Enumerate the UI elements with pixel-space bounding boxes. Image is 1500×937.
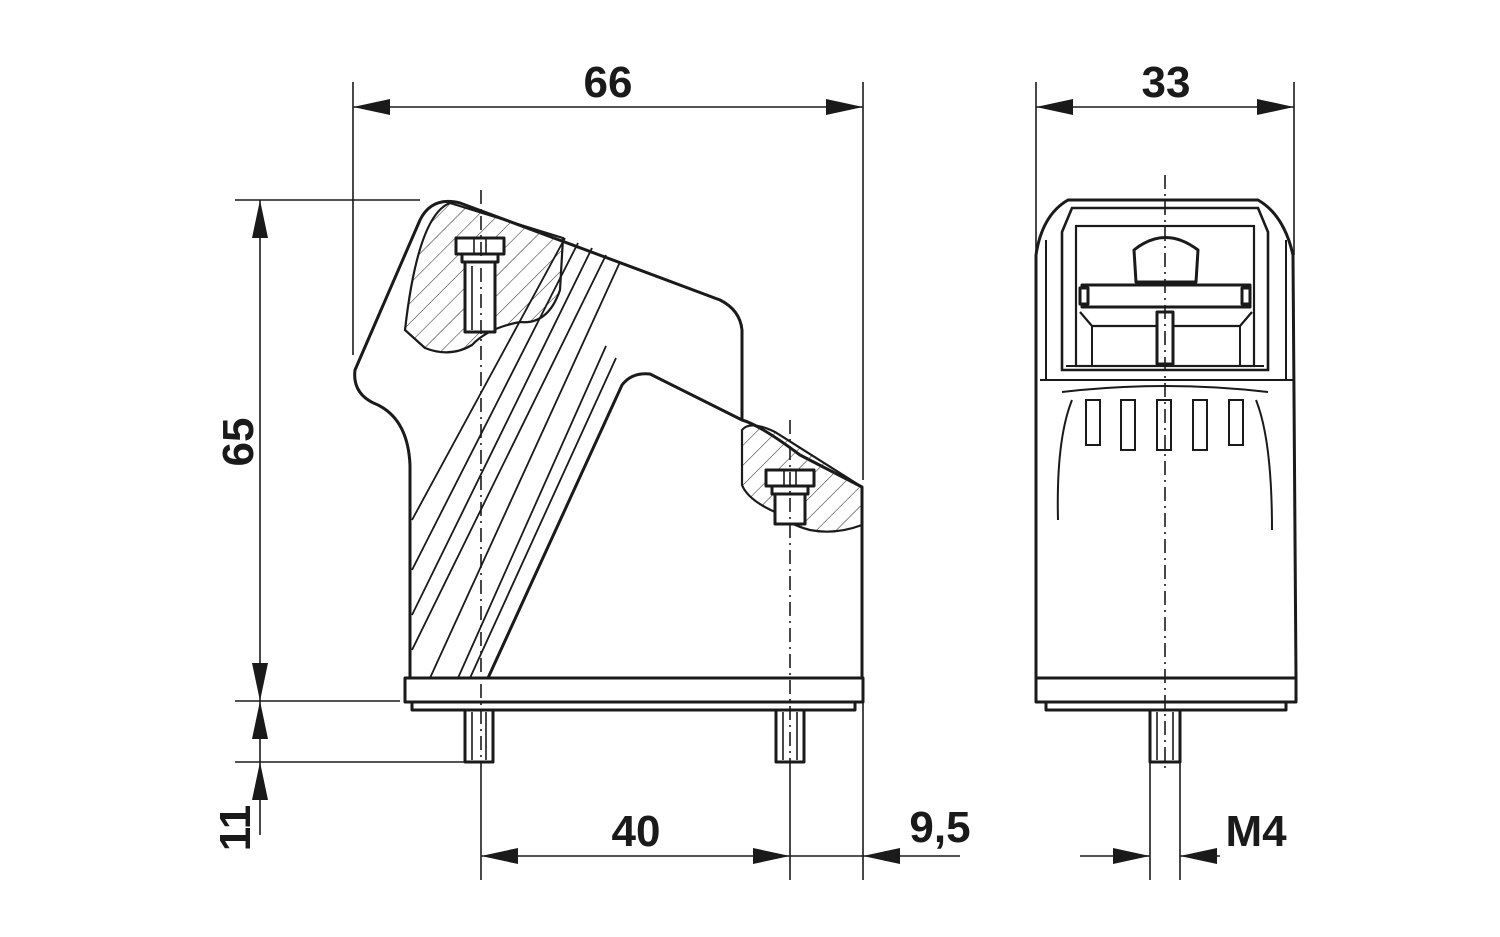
front-clamp-bar <box>1080 283 1252 309</box>
dimension-40: 40 <box>480 700 864 880</box>
dimension-66-label: 66 <box>584 58 633 107</box>
front-window-outer <box>1060 206 1270 372</box>
dimension-40-label: 40 <box>612 807 661 856</box>
side-inner-cavity <box>486 372 743 679</box>
dimension-33: 33 <box>1035 58 1295 255</box>
front-knob <box>1132 236 1200 284</box>
side-pins <box>463 708 806 764</box>
side-left-screw <box>454 236 506 334</box>
dimension-m4: M4 <box>1080 762 1287 880</box>
dimension-m4-label: M4 <box>1225 807 1287 856</box>
front-base-plate <box>1034 676 1298 704</box>
front-housing-outline <box>1034 198 1298 680</box>
dimension-65-label: 65 <box>214 418 263 467</box>
side-base-foot <box>410 700 857 712</box>
side-base-plate <box>403 676 865 704</box>
dimension-9-5-label: 9,5 <box>909 803 970 852</box>
dimension-33-label: 33 <box>1142 58 1191 107</box>
side-view <box>353 190 865 770</box>
dimension-9-5: 9,5 <box>790 803 971 864</box>
dimension-65: 65 <box>214 199 420 702</box>
dimension-11-label: 11 <box>211 805 260 852</box>
front-view <box>1034 175 1298 770</box>
dimension-66: 66 <box>352 58 864 480</box>
dimension-11: 11 <box>211 701 465 851</box>
side-ribs <box>411 237 621 679</box>
front-vent-slots <box>1085 399 1244 451</box>
